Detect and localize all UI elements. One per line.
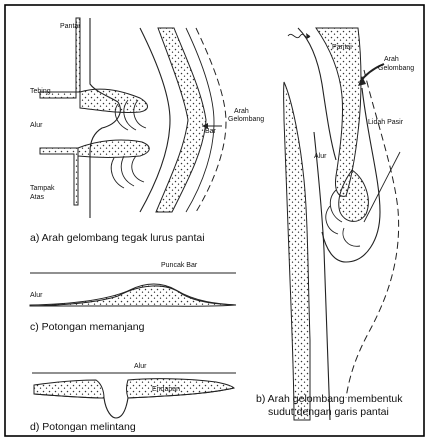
panel-a-shore-top <box>40 18 80 98</box>
panel-c-caption: c) Potongan memanjang <box>30 321 145 333</box>
panel-b: Pantai Arah Gelombang Lidah Pasir Alur b… <box>256 28 414 420</box>
panel-a-lower-tongue <box>78 140 149 158</box>
panel-a-label-gelombang: Gelombang <box>228 116 264 123</box>
panel-b-inner-line <box>314 132 330 420</box>
panel-a-label-pantai: Pantai <box>60 23 80 30</box>
panel-c-bar-profile <box>30 284 236 306</box>
panel-a-label-bar: Bar <box>205 128 217 135</box>
panel-a-label-tebing: Tebing <box>30 88 51 95</box>
panel-a-ripple <box>132 156 144 182</box>
panel-a-shore-bottom <box>40 148 78 205</box>
panel-d-caption: d) Potongan melintang <box>30 421 136 433</box>
panel-a-arc-inner <box>140 28 170 212</box>
panel-a-label-tampak: Tampak <box>30 185 55 192</box>
panel-b-pointer-line <box>364 152 400 222</box>
panel-d-label-endapan: Endapan <box>152 386 180 393</box>
panel-b-label-gelombang: Gelombang <box>378 65 414 72</box>
panel-c: Puncak Bar Alur c) Potongan memanjang <box>30 262 236 333</box>
panel-d: Alur Endapan d) Potongan melintang <box>30 363 236 433</box>
panel-b-ripple <box>343 228 360 246</box>
panel-a-label-atas: Atas <box>30 194 45 201</box>
panel-b-alur-strip <box>284 82 310 420</box>
panel-b-shore-upper <box>316 28 361 196</box>
panel-d-label-alur: Alur <box>134 363 147 370</box>
panel-b-label-lidah-pasir: Lidah Pasir <box>368 119 404 126</box>
panel-a-caption: a) Arah gelombang tegak lurus pantai <box>30 232 205 244</box>
panel-b-caption-line1: b) Arah gelombang membentuk <box>256 393 403 405</box>
panel-a-label-alur: Alur <box>30 122 43 129</box>
panel-b-label-arah: Arah <box>384 56 399 63</box>
panel-a-label-arah: Arah <box>234 108 249 115</box>
panel-b-label-alur: Alur <box>314 153 327 160</box>
panel-b-label-pantai: Pantai <box>332 44 352 51</box>
panel-b-caption-line2: sudut dengan garis pantai <box>268 406 389 418</box>
panel-a: Pantai Tebing Alur Tampak Atas Arah Gelo… <box>30 18 264 244</box>
panel-a-coastline <box>90 18 120 218</box>
panel-c-label-puncak-bar: Puncak Bar <box>161 262 198 269</box>
panel-c-label-alur: Alur <box>30 292 43 299</box>
